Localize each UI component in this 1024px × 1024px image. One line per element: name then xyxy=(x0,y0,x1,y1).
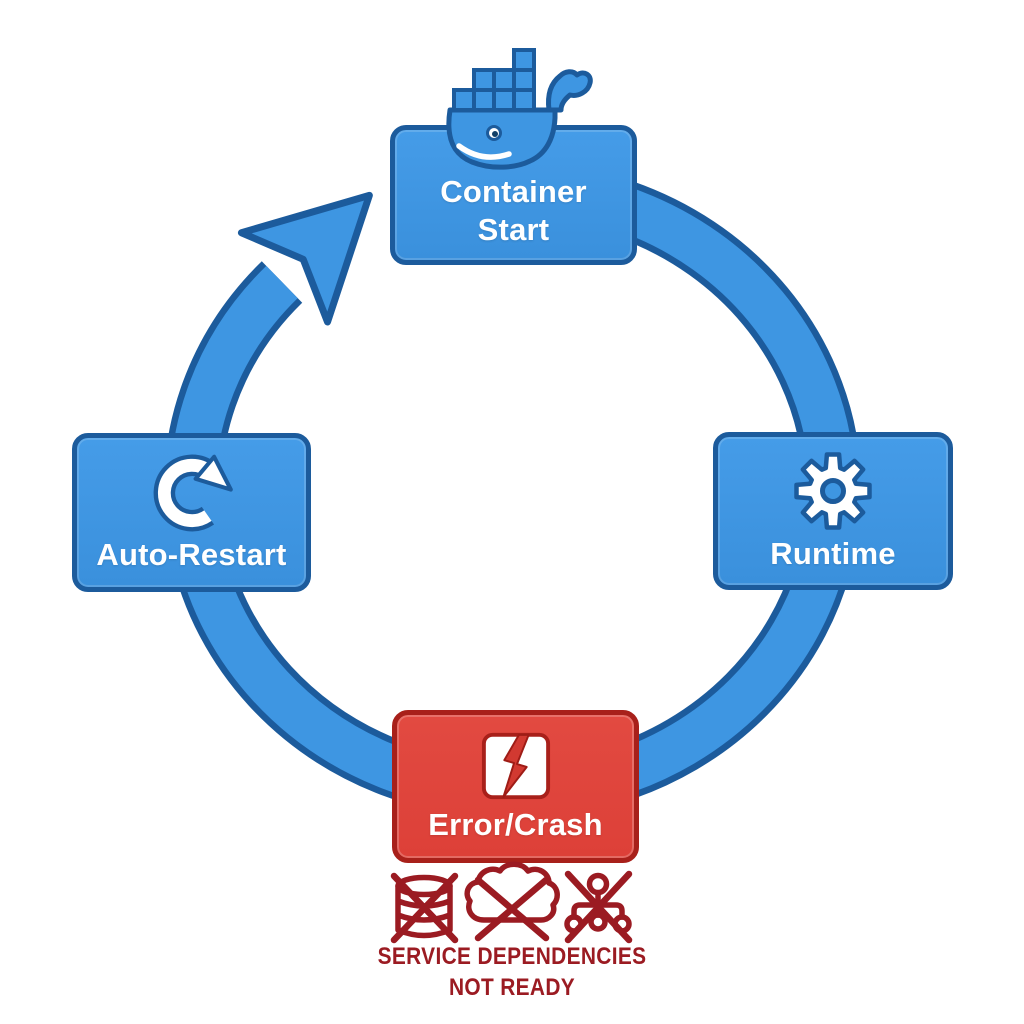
refresh-icon xyxy=(153,454,233,531)
caption-line-2: NOT READY xyxy=(448,974,576,1001)
caption-line-1: SERVICE DEPENDENCIES xyxy=(377,943,647,970)
node-label-line: Container xyxy=(440,174,587,209)
node-error-crash: Error/Crash xyxy=(392,710,639,863)
node-container-start: Container Start xyxy=(390,125,637,265)
node-auto-restart-label: Auto-Restart xyxy=(96,536,287,572)
broken-container-icon xyxy=(481,732,550,799)
node-runtime: Runtime xyxy=(713,432,953,590)
node-runtime-label: Runtime xyxy=(770,536,896,571)
node-auto-restart: Auto-Restart xyxy=(72,433,311,592)
cycle-arrowhead-icon xyxy=(237,191,373,326)
node-error-crash-label: Error/Crash xyxy=(428,806,603,842)
caption: SERVICE DEPENDENCIES NOT READY xyxy=(262,941,762,1003)
gear-icon xyxy=(794,452,872,530)
node-label-line: Start xyxy=(477,212,550,247)
node-container-start-label: Container Start xyxy=(440,173,586,249)
